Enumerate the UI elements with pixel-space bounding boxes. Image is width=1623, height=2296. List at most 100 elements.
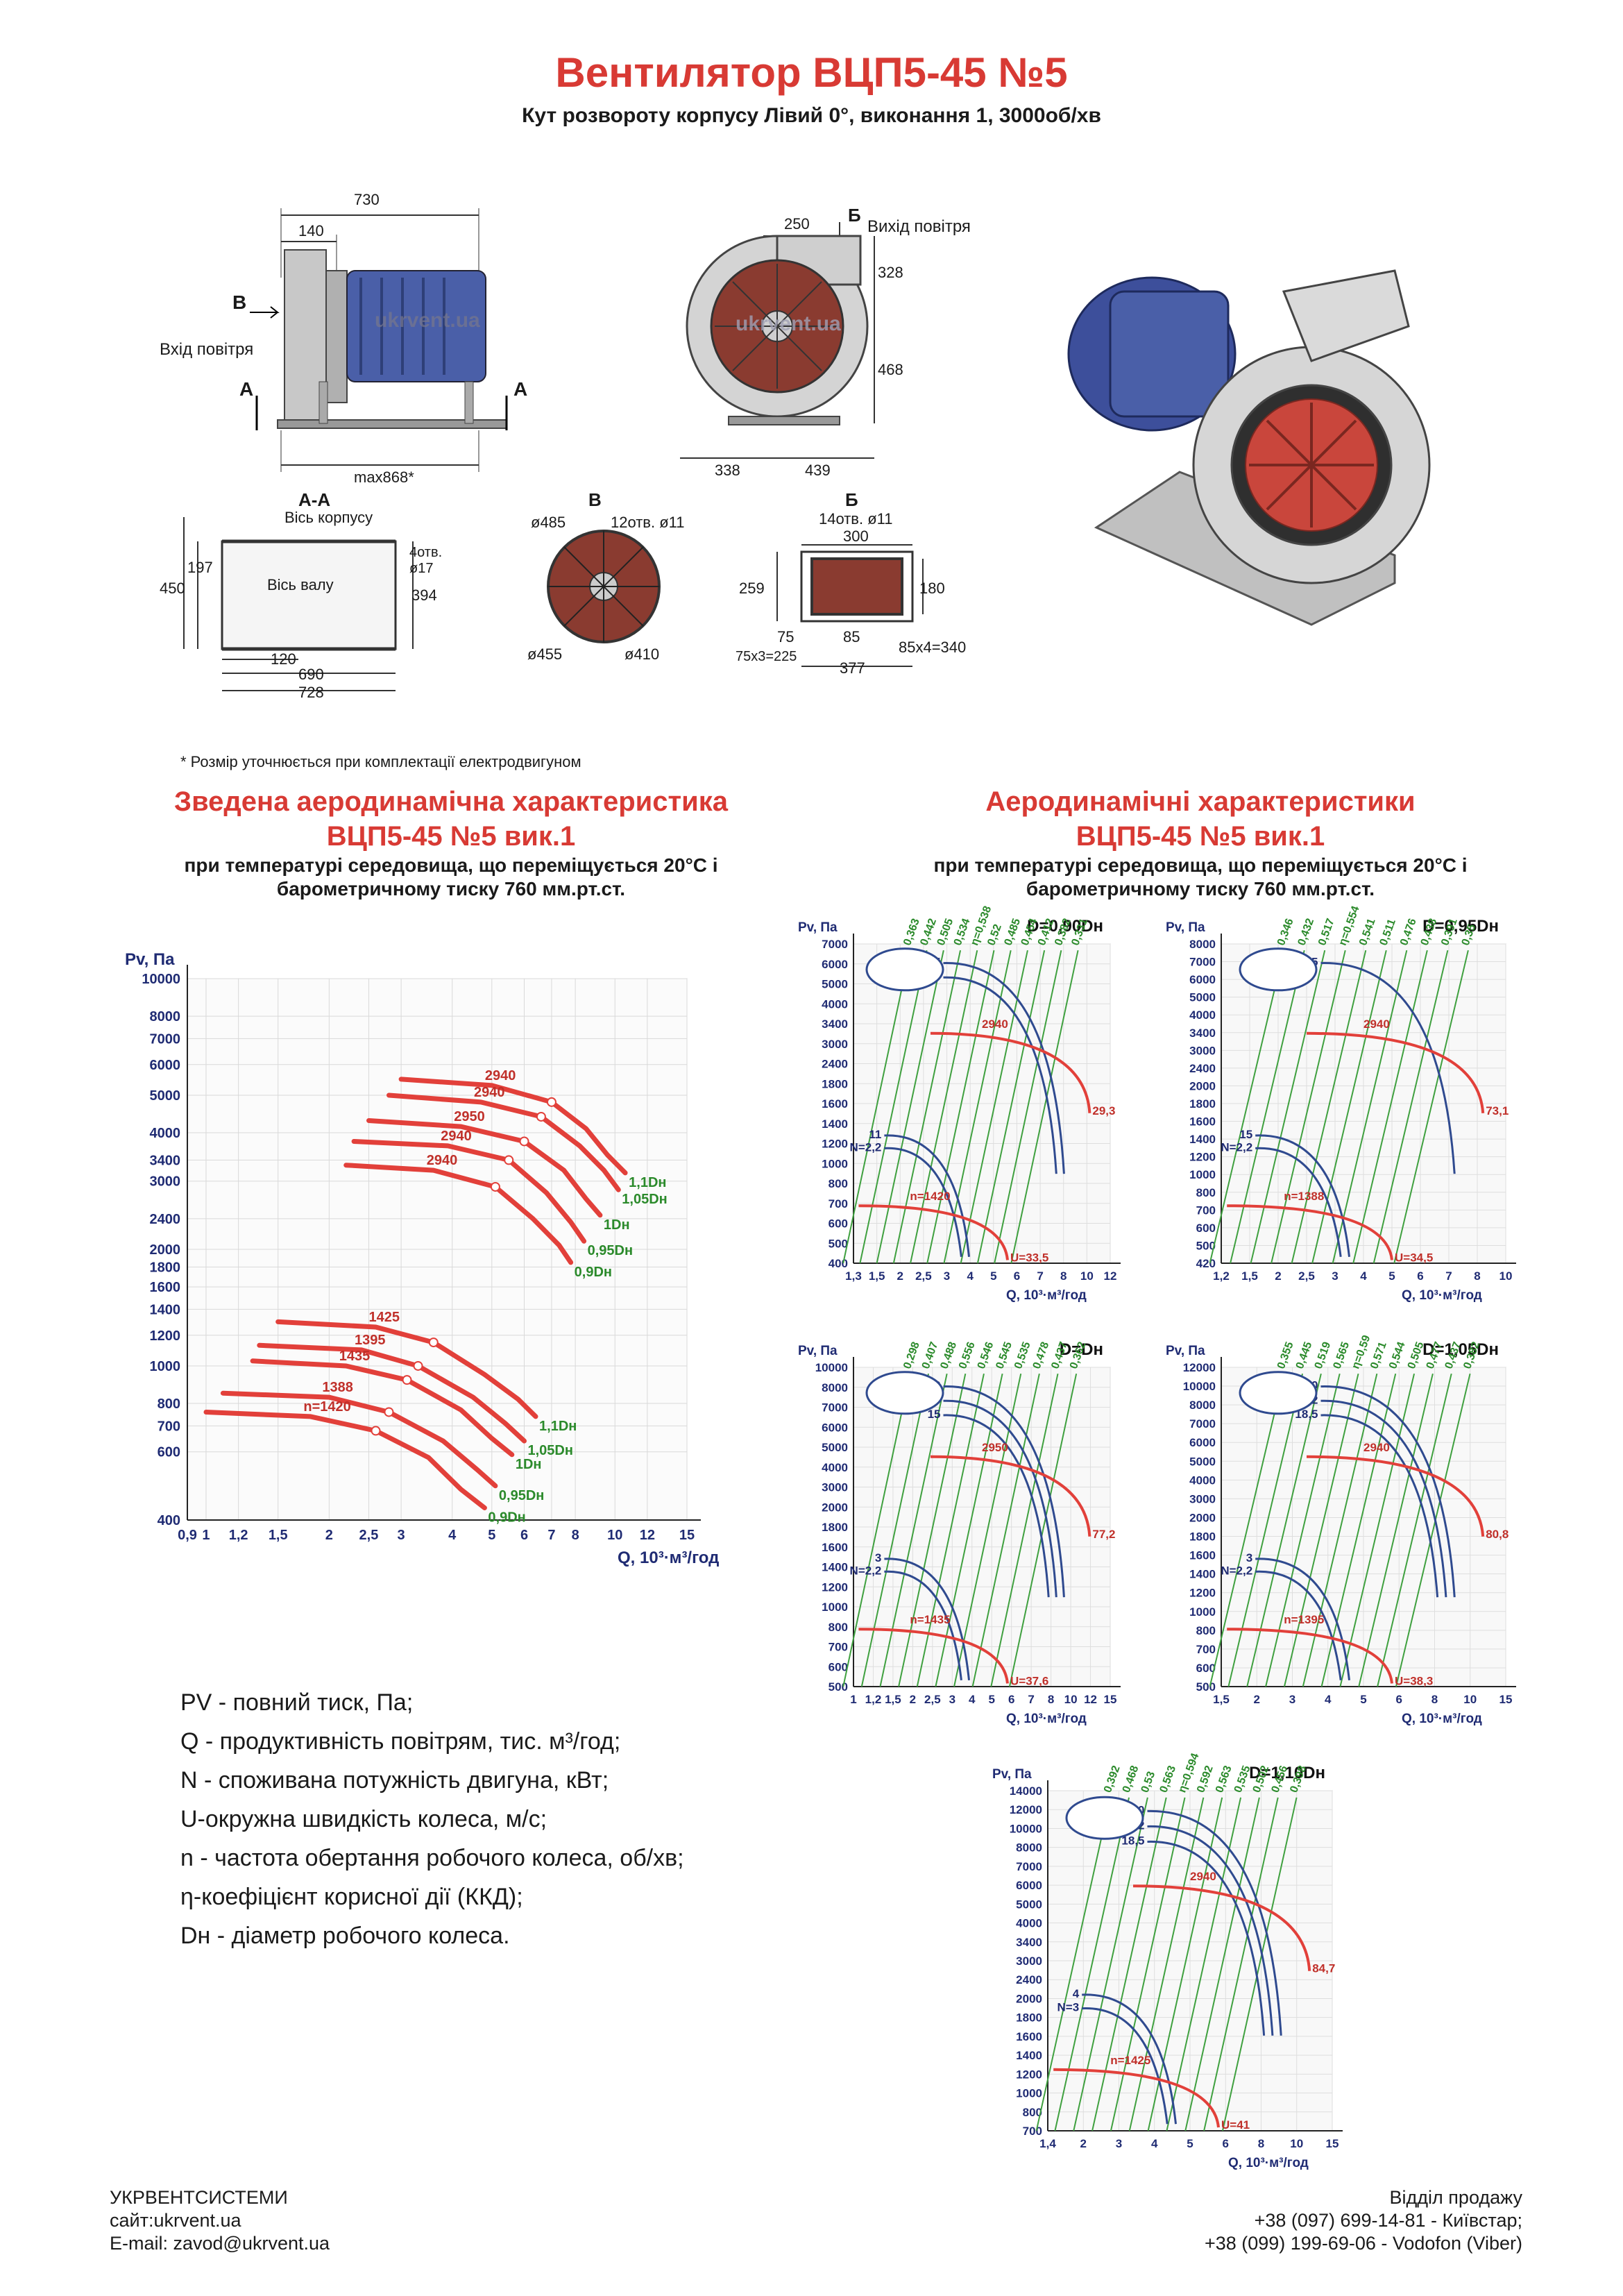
- rpm-curve: [1132, 1884, 1311, 1971]
- x-tick-label: 10: [1064, 1693, 1078, 1706]
- y-tick-label: 1800: [150, 1260, 181, 1276]
- series-rpm-label: 2940: [474, 1085, 505, 1100]
- y-tick-label: 700: [829, 1197, 848, 1210]
- footer-phone1[interactable]: +38 (097) 699-14-81 - Київстар;: [1254, 2210, 1522, 2231]
- y-tick-label: 500: [1196, 1680, 1216, 1694]
- y-tick-label: 1200: [822, 1580, 848, 1594]
- x-tick-label: 5: [990, 1269, 996, 1283]
- efficiency-line: [990, 1373, 1059, 1687]
- y-axis-label: Pv, Па: [1166, 1344, 1205, 1358]
- x-tick-label: 2: [1254, 1693, 1260, 1706]
- power-curve: [884, 1134, 970, 1257]
- x-tick-label: 8: [1060, 1269, 1067, 1283]
- y-tick-label: 5000: [1189, 1455, 1216, 1468]
- efficiency-line: [1073, 1797, 1148, 2132]
- y-tick-label: 6000: [1189, 1436, 1216, 1449]
- footer-company: УКРВЕНТСИСТЕМИ: [110, 2187, 288, 2208]
- rpm-label: n=1388: [1284, 1190, 1324, 1203]
- summary-title-line1: Зведена аеродинамічна характеристика: [174, 786, 728, 817]
- y-tick-label: 2400: [822, 1058, 848, 1071]
- y-tick-label: 600: [158, 1445, 180, 1460]
- efficiency-label: 0,592: [1195, 1764, 1216, 1795]
- power-curve: [1255, 1134, 1350, 1257]
- y-tick-label: 1800: [1189, 1097, 1216, 1111]
- side-view-svg: [250, 208, 508, 472]
- y-tick-label: 8000: [150, 1009, 181, 1024]
- y-tick-label: 2400: [1189, 1062, 1216, 1075]
- y-tick-label: 500: [829, 1680, 848, 1694]
- x-tick-label: 15: [1104, 1693, 1117, 1706]
- summary-sub-line1: при температурі середовища, що переміщує…: [184, 854, 718, 876]
- dim-394: 394: [411, 586, 437, 604]
- efficiency-line: [1283, 1373, 1359, 1687]
- dim-75: 75: [777, 628, 794, 645]
- y-tick-label: 700: [158, 1419, 180, 1434]
- series-point: [413, 1360, 423, 1371]
- footer-company-block: УКРВЕНТСИСТЕМИ сайт:ukrvent.ua E-mail: z…: [110, 2186, 330, 2255]
- efficiency-line: [1209, 949, 1285, 1264]
- x-tick-label: 3: [944, 1269, 950, 1283]
- y-tick-label: 10000: [815, 1361, 848, 1374]
- rpm-curve: [1306, 1031, 1485, 1113]
- efficiency-label: 0,468: [1121, 1764, 1141, 1795]
- manufacturer-logo: [1239, 947, 1318, 992]
- efficiency-label: 0,445: [1294, 1340, 1315, 1371]
- efficiency-line: [1339, 1373, 1416, 1687]
- x-tick-label: 2,5: [915, 1269, 932, 1283]
- dim-690: 690: [298, 666, 324, 683]
- y-tick-label: 1400: [822, 1117, 848, 1131]
- y-tick-label: 7000: [822, 1401, 848, 1415]
- y-tick-label: 6000: [822, 958, 848, 971]
- x-axis-label: Q, 10³·м³/год: [618, 1548, 719, 1567]
- x-tick-label: 8: [572, 1528, 579, 1543]
- power-curve: [943, 1385, 1065, 1598]
- x-tick-label: 6: [1008, 1693, 1014, 1706]
- series-name-label: 0,95Dн: [499, 1488, 544, 1503]
- y-tick-label: 3400: [822, 1018, 848, 1031]
- x-tick-label: 5: [1360, 1693, 1366, 1706]
- rpm-curve: [1227, 1204, 1393, 1260]
- power-label: N=2,2: [1221, 1140, 1252, 1154]
- x-tick-label: 0,9: [178, 1528, 197, 1543]
- power-curve: [1255, 1558, 1350, 1680]
- series-curve: [203, 1410, 487, 1510]
- footer-phone2[interactable]: +38 (099) 199-69-06 - Vodofon (Viber): [1204, 2233, 1522, 2254]
- footer-sales-block: Відділ продажу +38 (097) 699-14-81 - Киї…: [1205, 2186, 1522, 2255]
- y-tick-label: 4000: [1189, 1008, 1216, 1022]
- efficiency-line: [1320, 1373, 1397, 1687]
- footer-email[interactable]: E-mail: zavod@ukrvent.ua: [110, 2233, 330, 2254]
- detail-heading: Аеродинамічні характеристики ВЦП5-45 №5 …: [847, 784, 1554, 901]
- y-tick-label: 3400: [150, 1153, 181, 1168]
- efficiency-line: [943, 949, 1012, 1264]
- series-rpm-label: 2940: [441, 1129, 472, 1144]
- efficiency-line: [1230, 949, 1305, 1264]
- series-point: [402, 1375, 412, 1385]
- rpm-label: 2940: [1363, 1018, 1390, 1031]
- outlet-label: Вихід повітря: [867, 217, 971, 236]
- inlet-label: Вхід повітря: [160, 340, 254, 359]
- speed-label: 73,1: [1486, 1104, 1509, 1117]
- y-tick-label: 600: [829, 1660, 848, 1673]
- x-tick-label: 15: [1326, 2137, 1339, 2150]
- efficiency-label: 0,571: [1368, 1340, 1389, 1371]
- label-section-a-left: A: [239, 378, 254, 400]
- y-tick-label: 1200: [822, 1138, 848, 1151]
- x-tick-label: 10: [1499, 1269, 1513, 1283]
- y-tick-label: 5000: [1189, 991, 1216, 1004]
- power-curve: [943, 962, 1065, 1174]
- y-tick-label: 800: [158, 1396, 180, 1412]
- x-tick-label: 1,2: [1213, 1269, 1230, 1283]
- x-tick-label: 8: [1258, 2137, 1264, 2150]
- detail-sub-line1: при температурі середовища, що переміщує…: [933, 854, 1468, 876]
- power-label: 3: [875, 1551, 881, 1564]
- power-curve: [884, 1570, 962, 1680]
- x-tick-label: 6: [1223, 2137, 1229, 2150]
- efficiency-line: [876, 949, 944, 1264]
- series-name-label: 1,1Dн: [629, 1175, 666, 1190]
- footer-site[interactable]: сайт:ukrvent.ua: [110, 2210, 241, 2231]
- label-section-b2: Б: [848, 205, 861, 226]
- legend-pv: PV - повний тиск, Па;: [180, 1689, 414, 1716]
- y-tick-label: 1200: [1016, 2068, 1042, 2081]
- y-tick-label: 1000: [822, 1601, 848, 1614]
